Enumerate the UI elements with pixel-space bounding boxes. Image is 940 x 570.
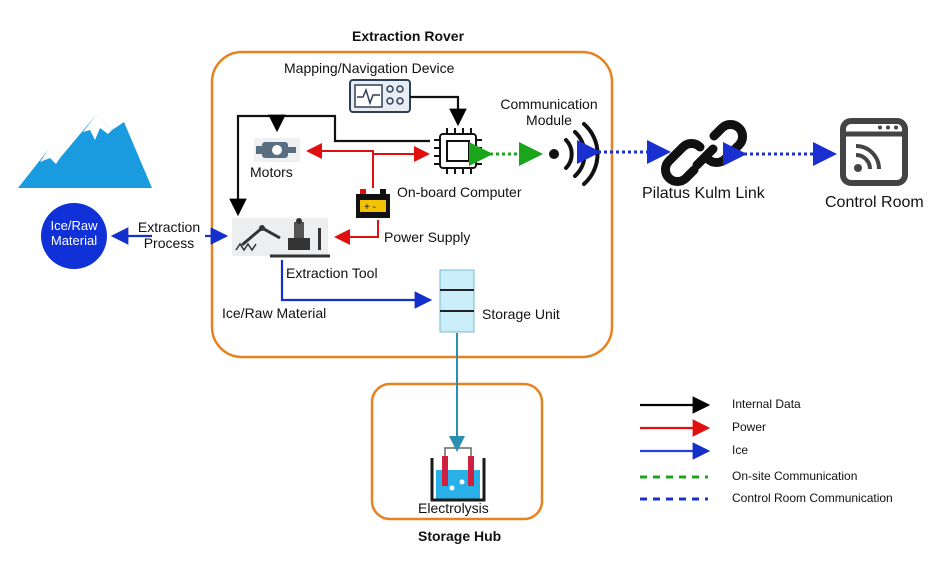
material-circle — [41, 203, 107, 269]
extraction-rover-title: Extraction Rover — [352, 28, 465, 44]
onboard-computer-label: On-board Computer — [397, 184, 522, 200]
extraction-process-line1: Extraction — [137, 219, 201, 235]
svg-text:+ -: + - — [364, 202, 376, 213]
legend-control-room-communication-label: Control Room Communication — [732, 491, 893, 505]
storage-hub-title: Storage Hub — [418, 528, 502, 544]
control-room-icon — [840, 118, 908, 186]
legend-internal-data-label: Internal Data — [732, 397, 801, 411]
mapping-device-icon — [349, 79, 411, 113]
internal-data-connectors — [229, 95, 467, 217]
material-circle-label: Ice/Raw Material — [41, 218, 107, 249]
mountain-icon — [18, 115, 152, 188]
material-label-line2: Material — [50, 232, 98, 248]
extraction-rover-container — [210, 50, 614, 359]
ice-connectors — [110, 227, 433, 309]
robotic-arm-icon — [232, 218, 330, 258]
battery-icon: + - — [356, 189, 390, 218]
storage-unit-icon — [439, 269, 475, 333]
cpu-icon — [434, 128, 482, 174]
mapping-device-label: Mapping/Navigation Device — [284, 60, 455, 76]
control-room-label: Control Room — [825, 194, 924, 211]
material-label-line1: Ice/Raw — [50, 218, 98, 233]
power-connectors — [306, 143, 430, 245]
motors-label: Motors — [250, 164, 293, 180]
communication-module-label: Communication Module — [494, 96, 604, 128]
legend-symbols — [640, 396, 711, 501]
extraction-tool-label: Extraction Tool — [286, 265, 378, 281]
extraction-process-line2: Process — [143, 235, 195, 252]
ice-raw-material-flow-label: Ice/Raw Material — [222, 305, 327, 321]
extraction-process-label: Extraction Process — [126, 219, 212, 251]
motor-icon — [254, 138, 300, 162]
communication-icon — [549, 122, 600, 186]
legend-ice-label: Ice — [732, 443, 749, 457]
chain-link-icon — [661, 120, 747, 186]
communication-label-line2: Module — [526, 112, 572, 129]
legend-onsite-communication-label: On-site Communication — [732, 469, 858, 483]
electrolysis-label: Electrolysis — [418, 500, 489, 516]
storage-unit-label: Storage Unit — [482, 306, 560, 322]
communication-label-line1: Communication — [500, 96, 598, 112]
pilatus-kulm-link-label: Pilatus Kulm Link — [642, 185, 765, 202]
power-supply-label: Power Supply — [384, 229, 471, 245]
legend-power-label: Power — [732, 420, 767, 434]
electrolysis-icon — [430, 447, 486, 502]
